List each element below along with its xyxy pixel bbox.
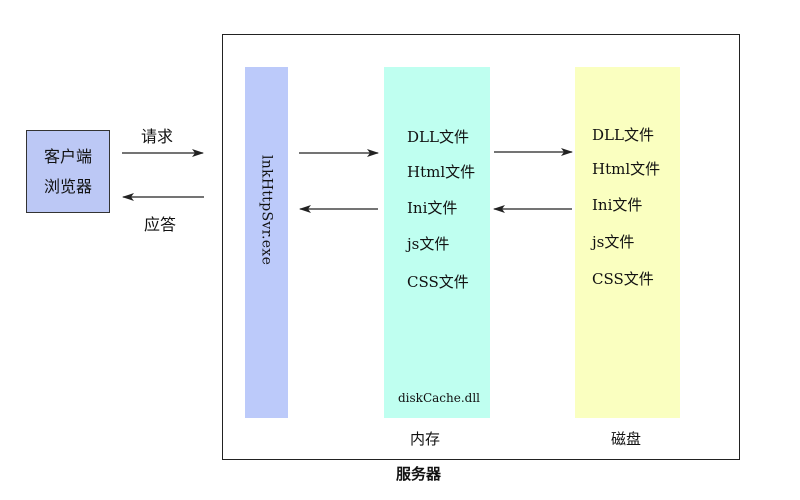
memory-file-css: CSS文件 [407, 273, 469, 291]
client-browser-box: 客户端 浏览器 [26, 130, 110, 213]
memory-file-dll: DLL文件 [407, 128, 469, 146]
memory-column [384, 67, 490, 418]
disk-column [575, 67, 680, 418]
exe-label: lnkHttpSvr.exe [258, 154, 275, 266]
memory-file-js: js文件 [407, 235, 450, 253]
disk-file-html: Html文件 [592, 160, 661, 178]
client-line1: 客户端 [43, 146, 92, 166]
disk-file-ini: Ini文件 [592, 196, 643, 214]
memory-dll-label: diskCache.dll [398, 391, 481, 405]
memory-file-html: Html文件 [407, 163, 476, 181]
disk-file-js: js文件 [592, 233, 635, 251]
client-line2: 浏览器 [43, 176, 92, 196]
server-caption: 服务器 [396, 465, 442, 483]
disk-file-dll: DLL文件 [592, 126, 654, 144]
memory-caption: 内存 [410, 430, 441, 448]
exe-column [245, 67, 288, 418]
disk-caption: 磁盘 [611, 430, 642, 448]
memory-file-ini: Ini文件 [407, 199, 458, 217]
response-label: 应答 [144, 215, 177, 234]
server-frame [222, 34, 740, 460]
exe-label-wrap: lnkHttpSvr.exe [245, 140, 288, 280]
disk-file-css: CSS文件 [592, 270, 654, 288]
request-label: 请求 [141, 127, 174, 146]
